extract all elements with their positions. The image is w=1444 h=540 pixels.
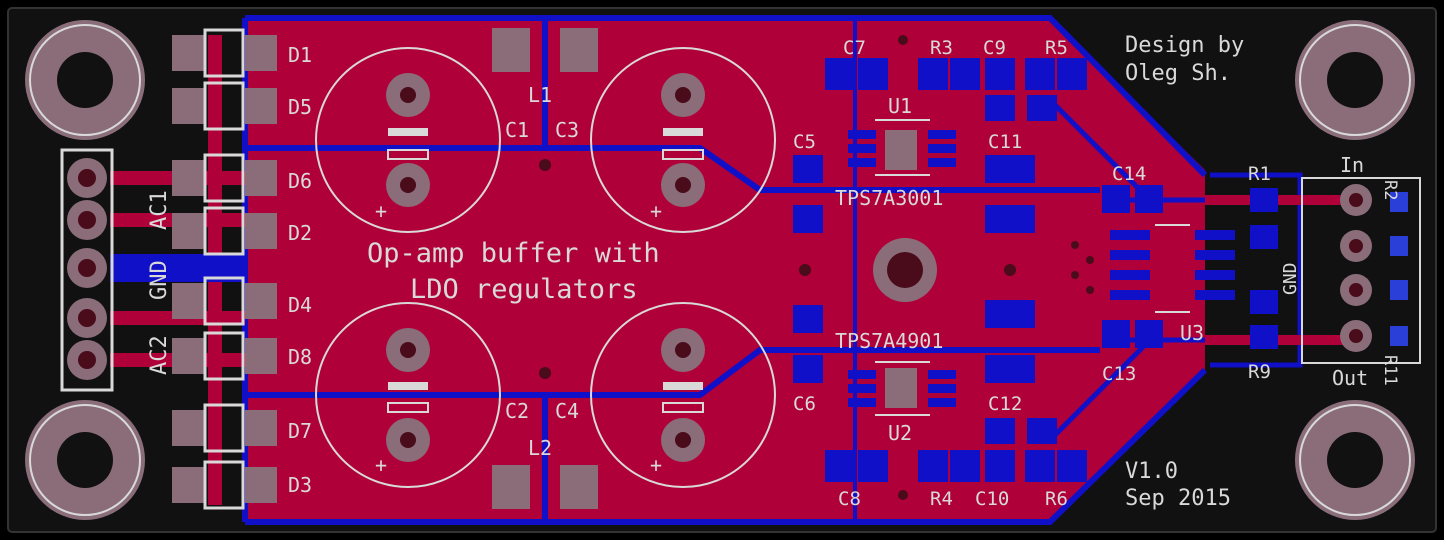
label-c9: C9 xyxy=(983,37,1006,59)
mounting-holes xyxy=(25,20,1415,520)
diodes: D1 D5 D6 D2 D4 D8 D7 D3 xyxy=(172,28,312,510)
credit-line2: Oleg Sh. xyxy=(1125,61,1231,86)
label-c14: C14 xyxy=(1112,163,1146,185)
diode-d4 xyxy=(172,276,277,326)
label-d2: D2 xyxy=(288,221,312,245)
svg-text:+: + xyxy=(375,199,387,223)
vias xyxy=(539,35,1094,500)
credit-line1: Design by xyxy=(1125,33,1244,58)
label-c3: C3 xyxy=(555,118,579,142)
u1-chip xyxy=(848,119,956,176)
label-ac2: AC2 xyxy=(147,335,172,375)
cap-c2: + xyxy=(315,302,501,488)
label-d7: D7 xyxy=(288,419,312,443)
label-ac1: AC1 xyxy=(147,190,172,230)
center-hole xyxy=(873,238,937,302)
label-r4: R4 xyxy=(930,488,953,510)
label-r5: R5 xyxy=(1045,37,1068,59)
label-gnd: GND xyxy=(147,260,172,300)
diode-d6 xyxy=(172,153,277,203)
cap-c3: + xyxy=(590,47,776,233)
label-d3: D3 xyxy=(288,473,312,497)
label-u1-part: TPS7A3001 xyxy=(835,186,943,210)
mount-hole-bottom-right xyxy=(1295,400,1415,520)
label-out: Out xyxy=(1332,366,1368,390)
label-d8: D8 xyxy=(288,345,312,369)
label-c5: C5 xyxy=(793,131,816,153)
svg-text:+: + xyxy=(650,199,662,223)
label-c12: C12 xyxy=(988,393,1022,415)
label-r1: R1 xyxy=(1248,163,1271,185)
diode-d2 xyxy=(172,206,277,256)
diode-d5 xyxy=(172,81,277,131)
board-title-line1: Op-amp buffer with xyxy=(367,238,660,269)
label-d1: D1 xyxy=(288,43,312,67)
date-label: Sep 2015 xyxy=(1125,486,1231,511)
u3-chip xyxy=(1110,224,1235,313)
cap-c4: + xyxy=(590,302,776,488)
label-r11: R11 xyxy=(1380,355,1400,386)
board-title-line2: LDO regulators xyxy=(410,274,638,305)
label-d5: D5 xyxy=(288,95,312,119)
u2-chip xyxy=(848,361,956,416)
diode-d8 xyxy=(172,331,277,381)
version-label: V1.0 xyxy=(1125,459,1178,484)
label-c6: C6 xyxy=(793,393,816,415)
output-connector xyxy=(1301,177,1421,364)
label-d4: D4 xyxy=(288,293,312,317)
label-c1: C1 xyxy=(505,118,529,142)
label-c11: C11 xyxy=(988,131,1022,153)
input-connector: AC1 GND AC2 xyxy=(60,148,172,392)
label-l1: L1 xyxy=(528,83,552,107)
passives-right xyxy=(1102,185,1278,349)
mount-hole-bottom-left xyxy=(25,400,145,520)
label-c2: C2 xyxy=(505,399,529,423)
label-u1: U1 xyxy=(888,94,912,118)
label-r2: R2 xyxy=(1380,180,1400,200)
label-r3: R3 xyxy=(930,37,953,59)
label-c8: C8 xyxy=(838,488,861,510)
label-c4: C4 xyxy=(555,399,579,423)
big-capacitors: + + + + C1 C3 C2 C4 xyxy=(315,47,776,488)
label-c10: C10 xyxy=(975,488,1009,510)
label-u2-part: TPS7A4901 xyxy=(835,329,943,353)
diode-d7 xyxy=(172,403,277,453)
label-l2: L2 xyxy=(528,436,552,460)
label-c7: C7 xyxy=(843,37,866,59)
diode-d3 xyxy=(172,460,277,510)
mount-hole-top-left xyxy=(25,20,145,140)
label-d6: D6 xyxy=(288,169,312,193)
diode-d1 xyxy=(172,28,277,78)
svg-text:+: + xyxy=(375,453,387,477)
label-r6: R6 xyxy=(1045,488,1068,510)
label-r9: R9 xyxy=(1248,361,1271,383)
label-u2: U2 xyxy=(888,421,912,445)
label-c13: C13 xyxy=(1102,363,1136,385)
mount-hole-top-right xyxy=(1295,20,1415,140)
passives-top xyxy=(793,58,1087,328)
silkscreen-labels: Op-amp buffer with LDO regulators Design… xyxy=(367,33,1400,511)
label-u3: U3 xyxy=(1180,321,1204,345)
label-out-gnd: GND xyxy=(1280,262,1301,295)
label-in: In xyxy=(1340,153,1364,177)
svg-text:+: + xyxy=(650,453,662,477)
cap-c1: + xyxy=(315,47,501,233)
inductors: L1 L2 xyxy=(492,28,598,509)
passives-bottom xyxy=(793,305,1087,482)
